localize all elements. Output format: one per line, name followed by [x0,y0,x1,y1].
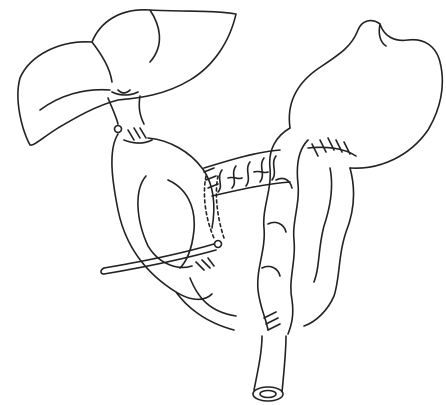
distal-jejunum [253,336,286,401]
catheter-entry-sutures [196,258,214,270]
liver-outline [18,10,236,145]
gastrojejunostomy-sutures [308,138,356,156]
small-bowel-loops [258,128,354,334]
hepaticojejunostomy-sutures [124,128,152,143]
hepatic-duct [108,90,144,133]
